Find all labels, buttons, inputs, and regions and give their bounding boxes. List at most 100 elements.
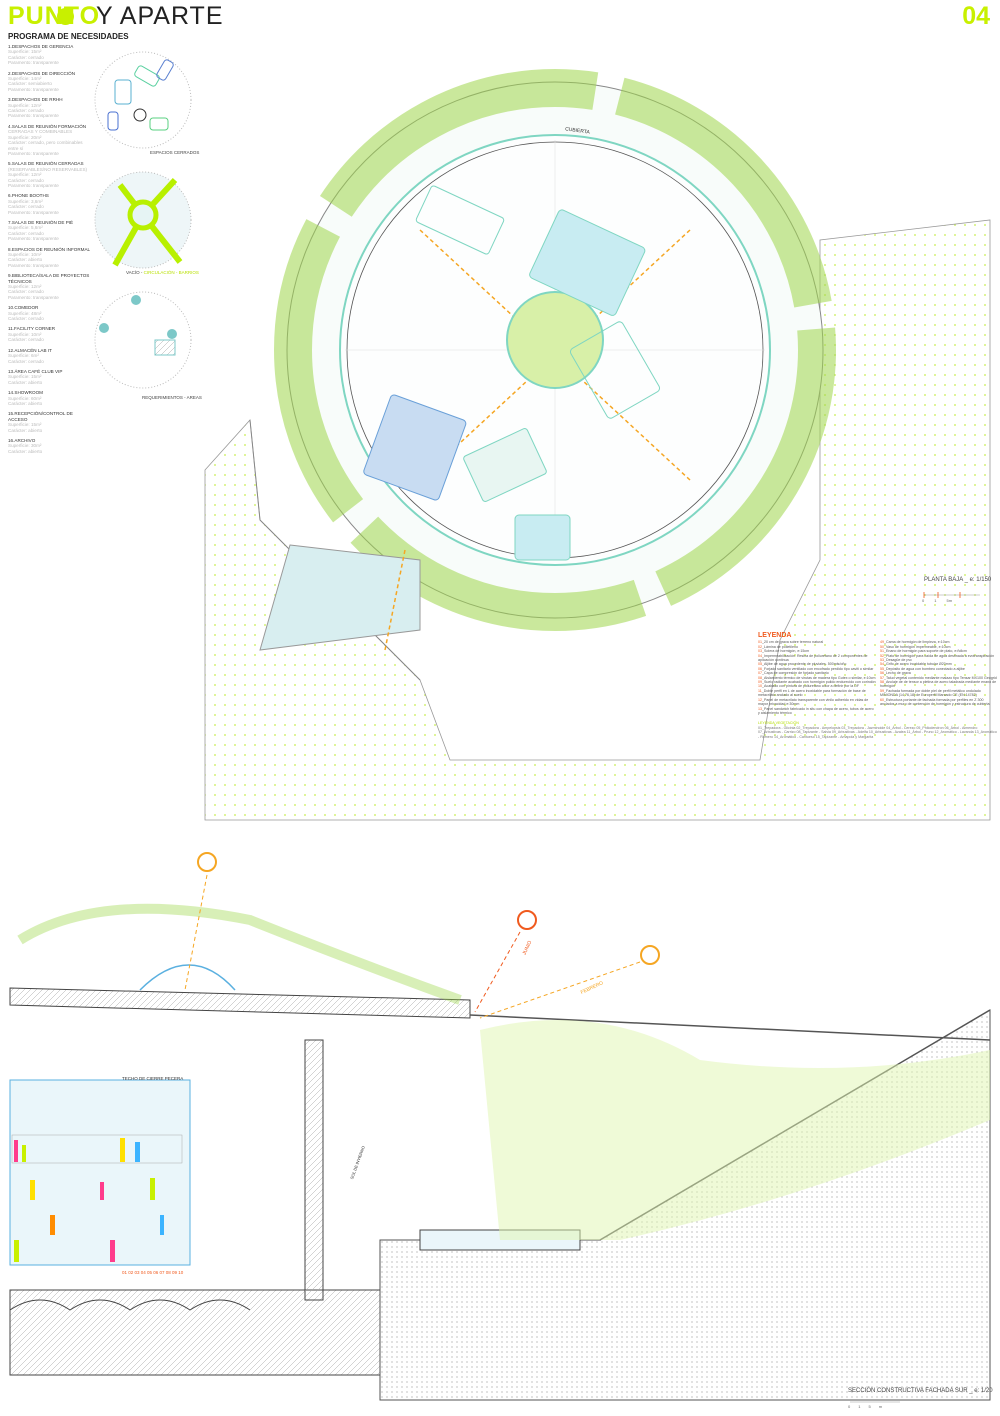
program-item-name: 10.COMEDOR [8, 305, 39, 311]
program-item-detail: CERRADAS Y COMBINABLES [8, 129, 73, 135]
program-item-detail: Carácter: cerrado [8, 54, 44, 60]
legend-item: 13_Panel sandwich fabricado in situ con … [758, 707, 876, 716]
legend-item-text: _Fachada formada por doble piel de perfi… [880, 688, 981, 698]
program-item-detail: Carácter: cerrado [8, 316, 44, 322]
program-item-detail: Superficie: 60m² [8, 395, 42, 401]
program-item-detail: Paramento: transparente [8, 294, 59, 300]
legend-item-number: 49 [880, 640, 884, 645]
program-item-detail: Paramento: transparente [8, 262, 59, 268]
caption-void: VACÍO - CIRCULACIÓN - BARRIOS [126, 270, 199, 275]
program-item-detail: Superficie: 10m² [8, 252, 42, 257]
legend-item-text: _20 cm de grava sobre terreno natural [762, 640, 824, 645]
program-item-detail: Carácter: semiabierto [8, 81, 52, 87]
bookshelves [11, 1134, 183, 1262]
legend-item-number: 57 [880, 675, 884, 680]
ground-floor-plan [259, 69, 836, 651]
section-title: SECCIÓN CONSTRUCTIVA FACHADA SUR _ e: 1/… [848, 1388, 993, 1394]
program-item-detail: Paramento: transparente [8, 236, 59, 242]
program-item-detail: Superficie: 15m² [8, 422, 42, 428]
program-item-detail: Carácter: abierto [8, 427, 43, 433]
program-item-name: 3.DESPACHOS DE RRHH [8, 97, 63, 103]
caption-void-label: VACÍO - [126, 270, 144, 275]
legend-item-text: _Vaso de hormigón impermeable, e:10cm [884, 644, 951, 649]
legend-item-text: _Talud vegetal contenido mediante malazo… [884, 675, 997, 680]
program-item-name: 6.PHONE BOOTHS [8, 193, 49, 199]
legend-item-number: 07 [758, 671, 762, 676]
program-item-name: 12.ALMACÉN LAB IT [8, 347, 52, 353]
legend-item-text: _Panel de metacrilato transparente con v… [758, 697, 869, 707]
program-item-detail: Superficie: 14m² [8, 76, 42, 82]
program-item-detail: Carácter: abierto [8, 448, 43, 454]
program-item: 5.SALAS DE REUNIÓN CERRADAS(RESERVABLES/… [8, 161, 93, 188]
program-item-detail: Superficie: 10m² [8, 331, 42, 337]
sun-winter-icon [197, 852, 217, 872]
program-item-detail: Paramento: transparente [8, 209, 59, 215]
legend-item-number: 06 [758, 666, 762, 671]
program-item-detail: Paramento: transparente [8, 60, 59, 66]
legend-title: LEYENDA [758, 632, 792, 639]
scale-tick: 0 [922, 598, 925, 603]
program-item-detail: Superficie: 30m² [8, 443, 42, 449]
legend-item-text: _Suelo radiante acabado con hormigón pul… [762, 680, 876, 685]
legend-item: 09_Suelo radiante acabado con hormigón p… [758, 680, 876, 684]
legend-item: 03_Solera de hormigón, e:15cm [758, 649, 876, 653]
sun-february-icon [640, 945, 660, 965]
scale-tick: 1 [934, 598, 937, 603]
program-item-detail: Superficie: 3,6m² [8, 198, 43, 204]
sun-june-icon [517, 910, 537, 930]
section-item-numbers: 01 02 03 04 05 06 07 08 09 10 [122, 1270, 184, 1275]
legend-item: 05_Aljibe de agua procedente de pluviale… [758, 662, 876, 666]
legend-item-text: _Solera de hormigón, e:15cm [762, 649, 810, 654]
legend-item: 06_Forjado sanitario ventilado con encof… [758, 667, 876, 671]
legend-item-number: 53 [880, 658, 884, 663]
program-item-detail: Carácter: cerrado, pero combinables entr… [8, 140, 83, 151]
program-item-name: 1.DESPACHOS DE GERENCIA [8, 44, 74, 49]
program-item-detail: Superficie: 15m² [8, 49, 42, 55]
legend-item-text: _Aljibe de agua procedente de pluviales.… [762, 662, 847, 667]
legend-item-number: 52 [880, 653, 884, 658]
program-item-name: 9.BIBLIOTECA/SALA DE PROYECTOS TÉCNICOS [8, 273, 90, 284]
legend-item-number: 08 [758, 675, 762, 680]
legend-item: 55_Depósito de agua con bombeo conectado… [880, 667, 998, 671]
legend-item: 10_Acabado con pintura de poliuretano co… [758, 684, 876, 688]
caption-requirements: REQUERIMIENTOS - AREAS [142, 395, 202, 400]
legend-item-text: _Impermeabilización. Resina de poliureta… [758, 653, 868, 663]
program-item-detail: Carácter: cerrado [8, 204, 44, 210]
legend-item: 07_Capa de compresión de forjado sanitar… [758, 671, 876, 675]
program-item-detail: Superficie: 20m² [8, 134, 42, 140]
legend-item-number: 02 [758, 644, 762, 649]
legend-item-text: _Anclaje de de tensor a pletina de acero… [880, 680, 997, 689]
legend-item-text: _Grifo de acero inoxidable tubular Ø20mm [884, 662, 952, 667]
legend-item-number: 11 [758, 688, 762, 693]
section-roof-label: TECHO DE CIERRE PECERA [122, 1076, 184, 1081]
legend-item: 02_Lámina de polietileno [758, 645, 876, 649]
program-item-name: 7.SALAS DE REUNIÓN DE PIÉ [8, 219, 74, 225]
legend-item: 08_Aislamiento térmico de virutas de mad… [758, 676, 876, 680]
program-item-detail: Carácter: abierto [8, 379, 43, 385]
legend-item-number: 12 [758, 697, 762, 702]
legend-item-number: 13 [758, 706, 762, 711]
program-item-detail: Carácter: cerrado [8, 358, 44, 364]
legend-item: 12_Panel de metacrilato transparente con… [758, 698, 876, 707]
program-item-detail: Superficie: 48m² [8, 310, 42, 316]
program-item-detail: Superficie: 6m² [8, 353, 39, 359]
legend-item-text: _Plato de hormigón para caída de agua de… [884, 653, 995, 658]
legend-item-number: 56 [880, 671, 884, 676]
program-item-name: 14.SHOWROOM [8, 390, 43, 396]
program-item-detail: Superficie: 12m² [8, 284, 42, 290]
legend-item-number: 60 [880, 697, 884, 702]
program-item-name: 15.RECEPCIÓN/CONTROL DE ACCESO [8, 411, 73, 422]
legend-item-number: 59 [880, 688, 884, 693]
legend-item: 56_Lecho de grava [880, 671, 998, 675]
legend-item-text: _Lecho de grava [884, 671, 911, 676]
legend-item-text: _Desagüe de pvc [884, 658, 912, 663]
